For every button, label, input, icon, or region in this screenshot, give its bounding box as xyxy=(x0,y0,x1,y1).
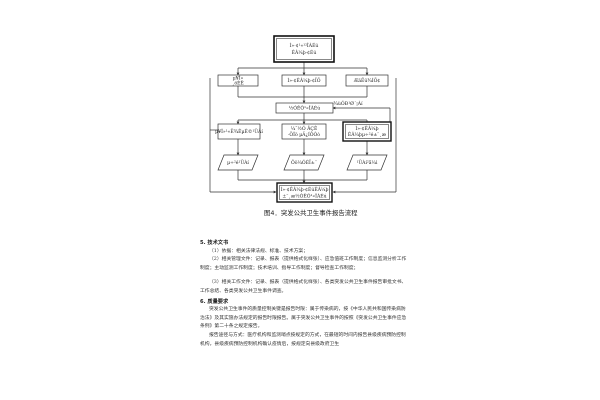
flow-row3-c1: Ì»·¢ÊÂ¼þ xyxy=(355,124,378,132)
flow-row3-a-text: µ¥Î»¹«Ë¾ÊµÊ©¹ÜÀí xyxy=(215,127,263,135)
flow-row3-b1: ¼¯½Ó ÃÇÊ xyxy=(291,124,318,132)
flow-center-box xyxy=(275,102,334,114)
section6-para1: 突发公共卫生事件的质量控制关键是报告时限：属于传染病的，按《中华人民共和国传染病… xyxy=(200,307,407,330)
flow-row3-b2: ·ÖÎö µÄ¿ÍÔ­Òò xyxy=(288,130,320,138)
flow-row1-c: ÆäËü¾ÍÖ¢ xyxy=(353,77,381,84)
flow-row1-a1: µ¥Î» xyxy=(233,75,244,82)
flow-bottom-line1: Ì»·¢ÊÂ¼þ·¢ÉúÊÂ¼þ xyxy=(281,185,329,193)
section5-para1: （1）依据：相关法律法规、标准、技术方案； xyxy=(209,248,308,254)
report-flowchart: Ì»·¢¹«¹²ÎÀÉú ÊÂ¼þ·¢Éú µ¥Î» ¸öÈË Ì»·¢ÊÂ¼þ… xyxy=(209,35,397,203)
flow-bottom-box xyxy=(276,182,333,203)
flow-top-line1: Ì»·¢¹«¹²ÎÀÉú xyxy=(290,41,319,49)
section-heading-5: 5. 技术文书 xyxy=(200,240,229,246)
flow-row4-a: µ÷²é¹ÜÀí xyxy=(227,159,249,166)
flow-row3-b xyxy=(281,123,327,140)
section-heading-6: 6. 质量要求 xyxy=(200,298,229,305)
section5-para3: （3）相关工作文件：记录、报表（提供格式化样张）、各类突发公共卫生事件报告审批文… xyxy=(200,280,407,294)
flow-row1-b: Ì»·¢ÊÂ¼þ·¢ÏÖ xyxy=(287,76,320,84)
flow-row4-b: Ôö¼ÓÉÏ±¨ xyxy=(291,158,317,166)
figure-caption: 图4．突发公共卫生事件报告流程 xyxy=(264,209,358,217)
flow-row3-c xyxy=(342,121,392,142)
flow-bottom-line2: ±¨¸æ½ÓÊÕ¹«ÎÀÉú xyxy=(282,192,326,200)
flow-side-label: ¾ùÓÐ¹Ø´¦Àí xyxy=(333,99,363,107)
flow-top-line2: ÊÂ¼þ·¢Éú xyxy=(292,48,317,56)
flow-row3-a xyxy=(217,123,261,140)
section5-para2: （2）相关管理文件：记录、报表（提供格式化样张）、应急值班工作制度；信息监测分析… xyxy=(200,257,407,271)
flow-row1 xyxy=(217,74,389,87)
flow-row1-a2: ¸öÈË xyxy=(232,79,244,87)
flow-row3-c2: ÊÂ¼þµ÷²é±¨¸æ xyxy=(348,130,387,138)
document-body: 5. 技术文书 （1）依据：相关法律法规、标准、技术方案； （2）相关管理文件：… xyxy=(200,238,410,349)
flow-row4-c: ¹ÜÀí²ã¼ì xyxy=(357,159,378,166)
flow-center-text: ½ÓÊÕ¹«ÎÀÉú xyxy=(289,104,320,112)
flow-row4 xyxy=(217,154,388,171)
section6-para2: 报告途径与方式：医疗机构和监测哨点按规定的方式，在最短的时间内报告县级疾病预防控… xyxy=(200,332,406,347)
flow-top-box: Ì»·¢¹«¹²ÎÀÉú ÊÂ¼þ·¢Éú xyxy=(273,35,335,63)
